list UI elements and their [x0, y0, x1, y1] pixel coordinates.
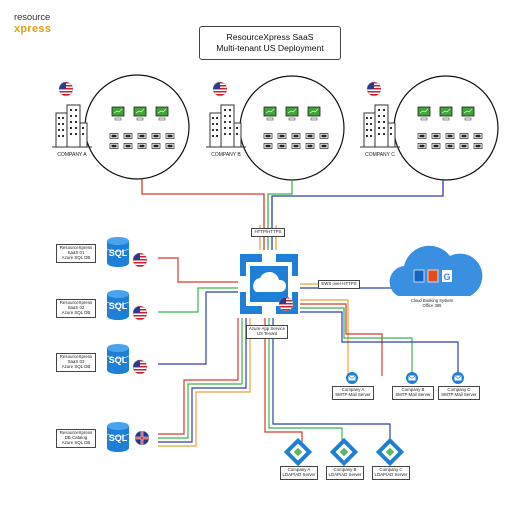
smtp-b-label: Company B SMTP Mail Server: [392, 386, 434, 400]
company-connections: [141, 179, 444, 250]
ldap-a-line-1: Company A: [287, 467, 311, 472]
smtp-a-line-1: Company A: [341, 387, 365, 392]
ldap-b-icon: [329, 437, 359, 467]
ldap-c-icon: [375, 437, 405, 467]
app-service-line-2: US Tenant: [256, 331, 278, 336]
cloud-booking-line-1: Cloud Booking System: [410, 298, 454, 303]
db-2-line-3: Azure SQL DB: [61, 310, 91, 315]
https-label: HTTP/HTTPS: [251, 228, 285, 237]
db-3-line-3: Azure SQL DB: [61, 364, 91, 369]
db-2-line-2: SaaS 02: [67, 305, 85, 310]
cloud-booking-label: Cloud Booking System Office 365: [402, 298, 462, 308]
company-a-label: COMPANY A: [57, 152, 87, 158]
title-line-1: ResourceXpress SaaS: [226, 32, 314, 42]
smtp-c-label: Company C SMTP Mail Server: [438, 386, 480, 400]
ldap-c-label: Company C LDAP/AD Server: [372, 466, 410, 480]
ews-label: EWS over HTTPS: [318, 280, 360, 289]
db-2-label: ResourceXpress SaaS 02 Azure SQL DB: [56, 299, 96, 318]
sql-label-2: SQL: [109, 301, 128, 311]
smtp-b-line-2: SMTP Mail Server: [395, 392, 431, 397]
ldap-b-line-1: Company B: [333, 467, 357, 472]
smtp-a-icon: [345, 371, 359, 385]
ldap-c-line-1: Company C: [379, 467, 403, 472]
cloud-booking-icon: G: [389, 245, 483, 296]
ldap-c-line-2: LDAP/AD Server: [374, 472, 408, 477]
db-catalog-line-3: Azure SQL DB: [61, 440, 91, 445]
company-c-label: COMPANY C: [365, 152, 395, 158]
cloud-booking-line-2: Office 365: [422, 303, 442, 308]
smtp-b-icon: [405, 371, 419, 385]
db-catalog-line-1: ResourceXpress: [59, 430, 93, 435]
db-2-line-1: ResourceXpress: [59, 300, 93, 305]
db-3-line-1: ResourceXpress: [59, 354, 93, 359]
smtp-c-line-1: Company C: [447, 387, 471, 392]
database-connections: [158, 257, 251, 447]
company-a-site: [51, 74, 190, 180]
ldap-a-line-2: LDAP/AD Server: [282, 472, 316, 477]
title-line-2: Multi-tenant US Deployment: [216, 43, 324, 53]
smtp-a-label: Company A SMTP Mail Server: [332, 386, 374, 400]
sql-label-1: SQL: [109, 248, 128, 258]
db-catalog-line-2: DB Catalog: [64, 435, 88, 440]
db-catalog-label: ResourceXpress DB Catalog Azure SQL DB: [56, 429, 96, 448]
logo-text-xpress: xpress: [14, 23, 52, 35]
db-1-line-1: ResourceXpress: [59, 245, 93, 250]
logo-text-resource: resource: [14, 12, 51, 23]
app-service-label: Azure App Service US Tenant: [246, 325, 288, 339]
company-b-site: [205, 75, 345, 181]
company-b-label: COMPANY B: [211, 152, 241, 158]
sql-label-4: SQL: [109, 433, 128, 443]
smtp-c-line-2: SMTP Mail Server: [441, 392, 477, 397]
ldap-a-label: Company A LDAP/AD Server: [280, 466, 318, 480]
db-1-line-3: Azure SQL DB: [61, 255, 91, 260]
sql-db-catalog: [106, 421, 150, 453]
svg-text:G: G: [443, 272, 450, 282]
ldap-a-icon: [283, 437, 313, 467]
ldap-b-line-2: LDAP/AD Server: [328, 472, 362, 477]
azure-app-service-icon: [238, 252, 300, 318]
smtp-c-icon: [451, 371, 465, 385]
smtp-b-line-1: Company B: [401, 387, 425, 392]
db-3-label: ResourceXpress SaaS 03 Azure SQL DB: [56, 353, 96, 372]
app-service-line-1: Azure App Service: [248, 326, 286, 331]
db-1-label: ResourceXpress SaaS 01 Azure SQL DB: [56, 244, 96, 263]
company-c-site: [359, 75, 499, 181]
diagram-title: ResourceXpress SaaS Multi-tenant US Depl…: [199, 26, 341, 60]
smtp-a-line-2: SMTP Mail Server: [335, 392, 371, 397]
ldap-b-label: Company B LDAP/AD Server: [326, 466, 364, 480]
db-3-line-2: SaaS 03: [67, 359, 85, 364]
db-1-line-2: SaaS 01: [67, 250, 85, 255]
sql-label-3: SQL: [109, 355, 128, 365]
